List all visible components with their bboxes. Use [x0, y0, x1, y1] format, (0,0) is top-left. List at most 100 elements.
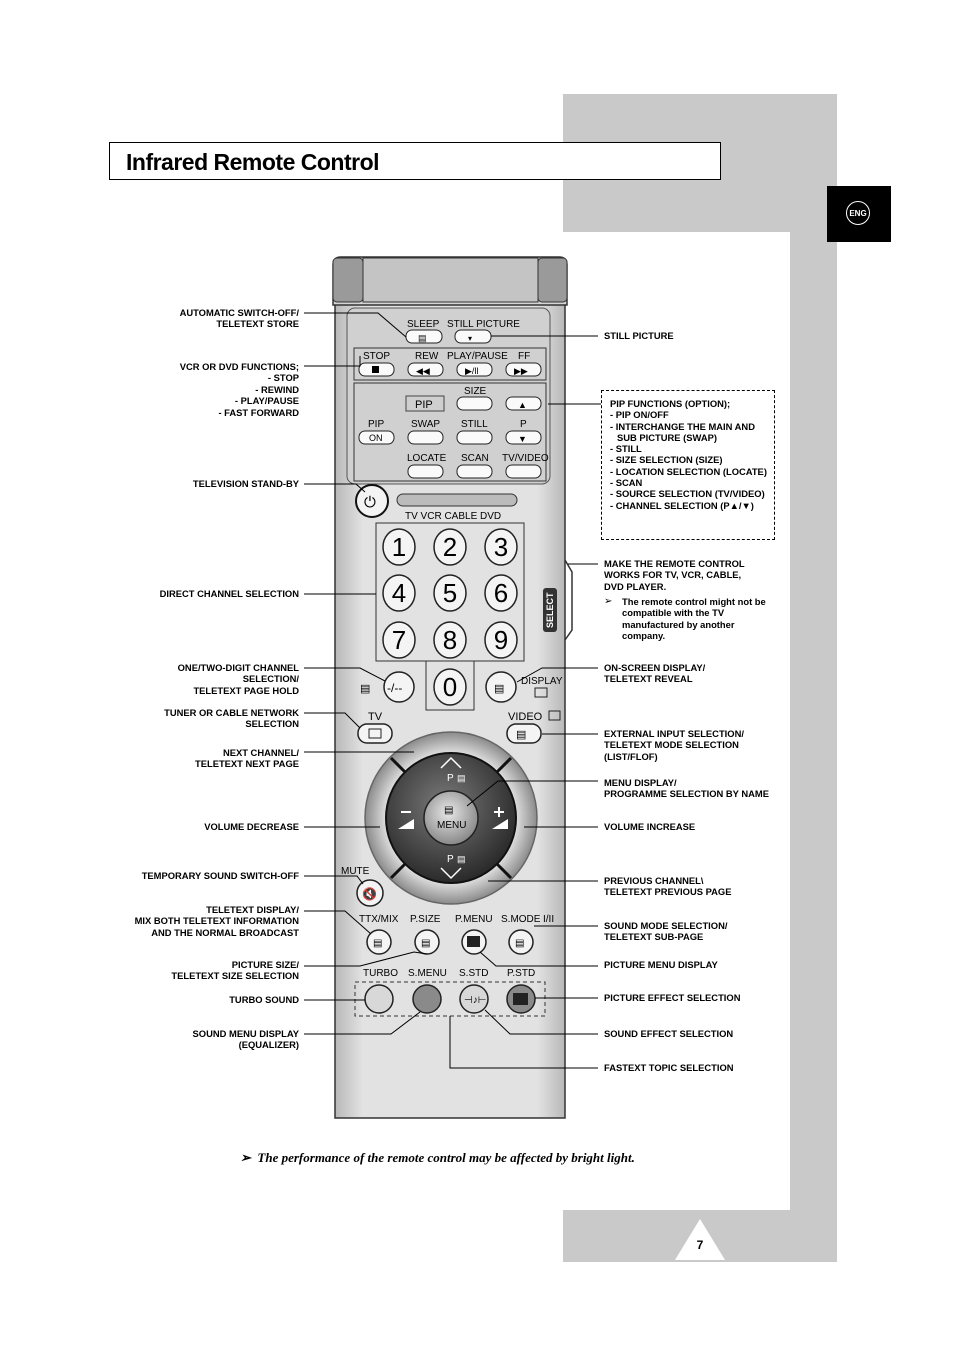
digit-label-6: 6	[494, 578, 508, 608]
still-label: STILL	[461, 419, 488, 430]
pip-functions-list: PIP FUNCTIONS (OPTION); PIP ON/OFF INTER…	[610, 398, 774, 511]
s-mode-label: S.MODE	[501, 914, 541, 925]
label-sound-menu-display: SOUND MENU DISPLAY (EQUALIZER)	[192, 1028, 299, 1051]
swap-label: SWAP	[411, 419, 440, 430]
label-next-channel: NEXT CHANNEL/ TELETEXT NEXT PAGE	[194, 747, 299, 770]
ir-window-left	[332, 257, 364, 303]
select-switch	[543, 588, 557, 632]
prev-page-icon: ▤	[457, 854, 466, 864]
label-volume-increase: VOLUME INCREASE	[604, 821, 696, 832]
rewind-icon: ◀◀	[416, 366, 430, 376]
pip-label: PIP	[415, 399, 433, 411]
label-sound-effect: SOUND EFFECT SELECTION	[604, 1028, 734, 1039]
digit-label-1: 1	[392, 532, 406, 562]
label-tuner-cable: TUNER OR CABLE NETWORK SELECTION	[164, 707, 299, 730]
s-mode-button	[508, 929, 534, 955]
p-label: P	[520, 419, 527, 430]
menu-label: MENU	[437, 820, 466, 831]
s-mode-sub-label: I/II	[543, 914, 554, 925]
label-temporary-sound-off: TEMPORARY SOUND SWITCH-OFF	[141, 870, 299, 881]
label-external-input: EXTERNAL INPUT SELECTION/ TELETEXT MODE …	[604, 728, 744, 762]
pip-item: LOCATION SELECTION (LOCATE)	[610, 466, 774, 477]
digit-button-2[interactable]	[433, 528, 467, 566]
ttx-mix-button	[366, 929, 392, 955]
digit-button-1[interactable]	[382, 528, 416, 566]
pip-item: STILL	[610, 443, 774, 454]
ff-label: FF	[518, 351, 530, 362]
pip-item: PIP ON/OFF	[610, 409, 774, 420]
size-button	[456, 396, 493, 411]
label-picture-effect: PICTURE EFFECT SELECTION	[604, 992, 741, 1003]
s-std-button	[459, 984, 489, 1014]
label-television-standby: TELEVISION STAND-BY	[192, 478, 299, 489]
volume-up-wedge-icon	[492, 819, 508, 829]
mute-label: MUTE	[341, 866, 370, 877]
display-button	[485, 671, 517, 703]
digit-label-2: 2	[443, 532, 457, 562]
video-button	[506, 723, 542, 744]
turbo-label: TURBO	[363, 968, 398, 979]
pip-heading: PIP FUNCTIONS (OPTION);	[610, 398, 731, 409]
label-previous-channel: PREVIOUS CHANNEL\ TELETEXT PREVIOUS PAGE	[604, 875, 732, 898]
mute-button	[356, 879, 384, 907]
channel-down-button	[505, 430, 542, 445]
stop-icon	[372, 366, 379, 373]
rew-label: REW	[415, 351, 439, 362]
still-picture-button	[454, 329, 492, 344]
footnote-text: The performance of the remote control ma…	[257, 1150, 635, 1165]
pip-on-text: ON	[369, 433, 383, 443]
digit-label-8: 8	[443, 625, 457, 655]
digit-button-6[interactable]	[484, 574, 518, 612]
mute-icon: 🔇	[362, 887, 377, 901]
digit-button-8[interactable]	[433, 621, 467, 659]
label-menu-display: MENU DISPLAY/ PROGRAMME SELECTION BY NAM…	[604, 777, 769, 800]
digit-button-7[interactable]	[382, 621, 416, 659]
label-vcr-dvd-functions: VCR OR DVD FUNCTIONS; - STOP - REWIND - …	[179, 361, 299, 418]
vcr-function-box	[353, 347, 547, 381]
tv-video-label: TV/VIDEO	[502, 453, 549, 464]
channel-up-button	[505, 396, 542, 411]
menu-icon: ▤	[444, 805, 453, 816]
digit-label-5: 5	[443, 578, 457, 608]
page-number-triangle	[675, 1219, 725, 1260]
mode-labels: TV VCR CABLE DVD	[405, 511, 501, 522]
label-teletext-display: TELETEXT DISPLAY/ MIX BOTH TELETEXT INFO…	[134, 904, 299, 938]
play-pause-button	[456, 362, 493, 377]
label-picture-size: PICTURE SIZE/ TELETEXT SIZE SELECTION	[171, 959, 299, 982]
digit-button-9[interactable]	[484, 621, 518, 659]
digit-button-4[interactable]	[382, 574, 416, 612]
channel-down-arrow-icon	[440, 867, 462, 880]
pip-item: SOURCE SELECTION (TV/VIDEO)	[610, 488, 774, 499]
note-arrow-icon: ➢	[604, 596, 613, 607]
digit-button-0[interactable]	[433, 668, 467, 706]
tv-label: TV	[368, 711, 383, 723]
s-std-label: S.STD	[459, 968, 488, 979]
digit-button-3[interactable]	[484, 528, 518, 566]
label-volume-decrease: VOLUME DECREASE	[204, 821, 299, 832]
s-menu-button	[412, 984, 442, 1014]
ttx-mix-label: TTX/MIX	[359, 914, 399, 925]
locate-button	[407, 464, 444, 479]
leader-lines	[304, 312, 601, 1069]
rew-button	[407, 362, 444, 377]
power-icon: ⏻	[364, 494, 376, 511]
digit-button-5[interactable]	[433, 574, 467, 612]
ff-button	[505, 362, 542, 377]
channel-up-icon: ▲	[518, 400, 527, 410]
digit-label-3: 3	[494, 532, 508, 562]
p-size-label: P.SIZE	[410, 914, 441, 925]
still-icon: ▾	[468, 334, 472, 343]
channel-up-arrow-icon	[440, 756, 462, 769]
play-pause-label: PLAY/PAUSE	[447, 351, 508, 362]
top-button-panel	[346, 307, 551, 485]
video-input-icon	[548, 710, 561, 721]
pip-function-box	[353, 382, 547, 482]
digit-label-9: 9	[494, 625, 508, 655]
channel-down-p-label: P	[447, 854, 454, 865]
label-on-screen-display: ON-SCREEN DISPLAY/ TELETEXT REVEAL	[604, 662, 706, 685]
pip-item: CHANNEL SELECTION (P▲/▼)	[610, 500, 774, 511]
tv-video-button	[505, 464, 542, 479]
digit-label-4: 4	[392, 578, 406, 608]
title-box: Infrared Remote Control	[109, 142, 721, 180]
footnote: ➢ The performance of the remote control …	[240, 1150, 635, 1166]
